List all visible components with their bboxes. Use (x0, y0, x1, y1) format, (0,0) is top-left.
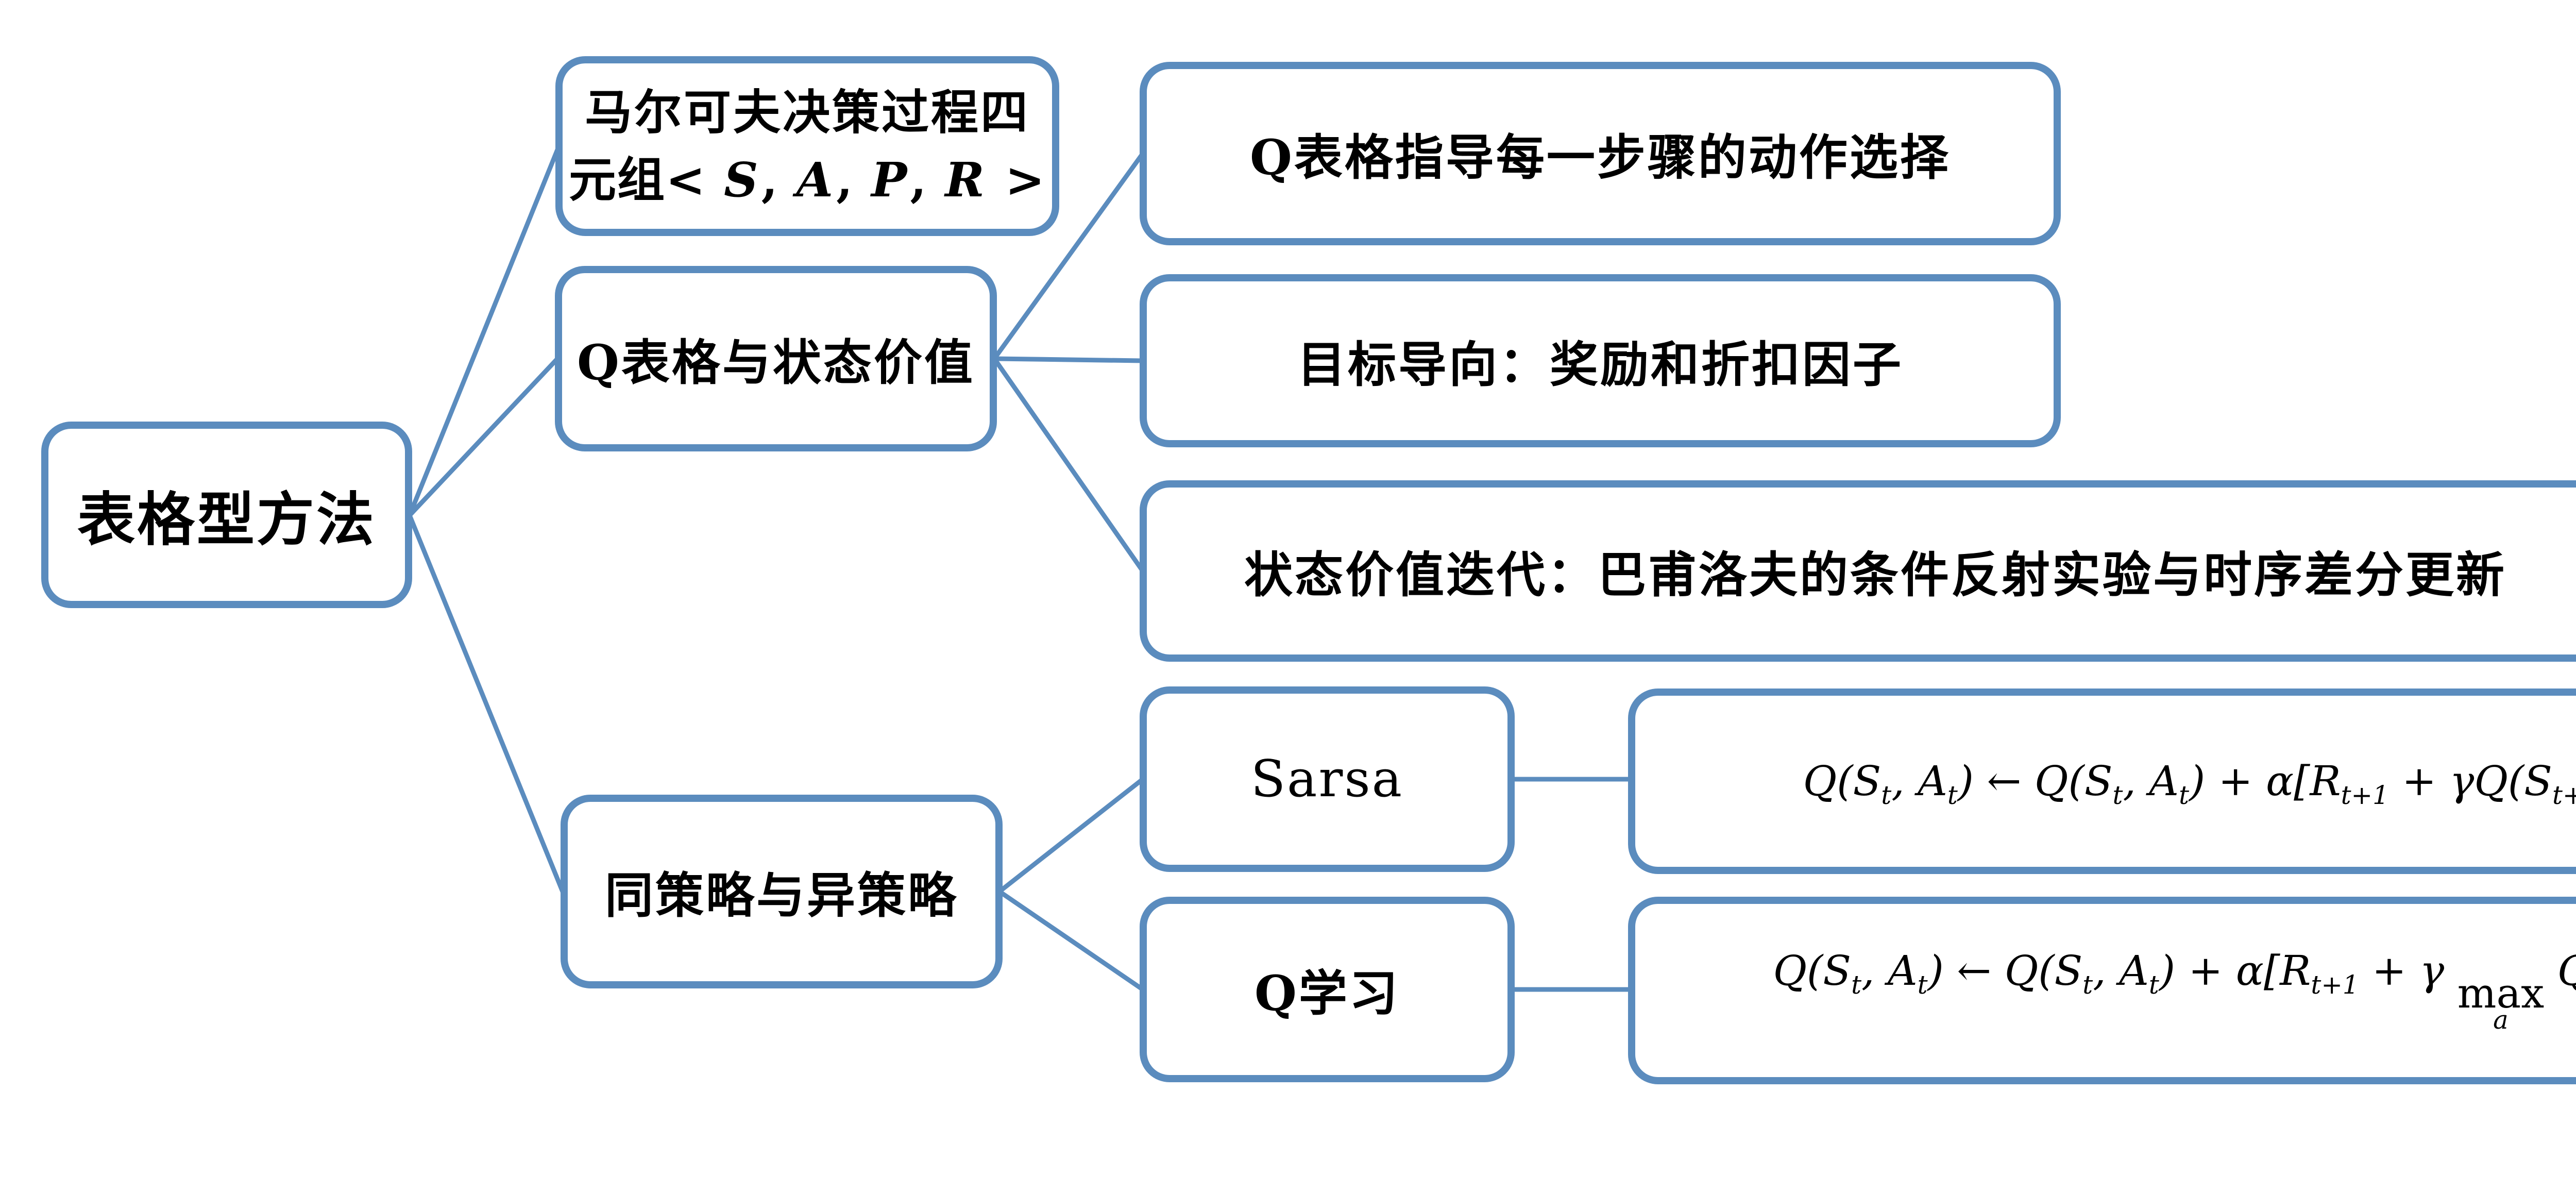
node-goal-oriented-label: 目标导向：奖励和折扣因子 (1297, 337, 1903, 393)
node-goal-oriented: 目标导向：奖励和折扣因子 (1140, 274, 2061, 447)
node-on-off-policy-label: 同策略与异策略 (604, 867, 958, 924)
connector-qtable-valueiter (992, 356, 1145, 574)
node-qtable-guides-actions-label: Q表格指导每一步骤的动作选择 (1250, 129, 1951, 186)
connector-policy-qlearning (997, 889, 1145, 992)
node-mdp-tuple: 马尔可夫决策过程四 元组< S, A, P, R > (555, 56, 1059, 236)
connector-root-policy (407, 513, 565, 894)
node-qtable-guides-actions: Q表格指导每一步骤的动作选择 (1140, 62, 2061, 245)
node-sarsa-formula: Q(St, At) ← Q(St, At) + α[Rt+1 + γQ(St+1… (1628, 689, 2576, 874)
connector-policy-sarsa (997, 777, 1145, 894)
connector-qtable-goal (992, 356, 1145, 363)
connector-root-mdp (407, 143, 562, 518)
node-q-learning: Q学习 (1140, 897, 1515, 1082)
q-learning-formula-after: Q(St+1, a) − Q(St, At)] (2544, 947, 2576, 995)
max-operator-label: max (2457, 969, 2545, 1018)
node-sarsa-label: Sarsa (1250, 750, 1404, 809)
max-operator-subscript: a (2493, 1005, 2509, 1035)
node-state-value-iteration-label: 状态价值迭代：巴甫洛夫的条件反射实验与时序差分更新 (1244, 547, 2506, 603)
node-mdp-tuple-line1: 马尔可夫决策过程四 (584, 84, 1030, 140)
node-mdp-tuple-line2: 元组< S, A, P, R > (569, 152, 1046, 208)
node-tabular-methods-label: 表格型方法 (77, 486, 376, 553)
node-qtable-state-value-label: Q表格与状态价值 (577, 334, 975, 391)
node-tabular-methods: 表格型方法 (41, 422, 412, 608)
node-state-value-iteration: 状态价值迭代：巴甫洛夫的条件反射实验与时序差分更新 (1140, 480, 2576, 662)
node-on-off-policy: 同策略与异策略 (561, 795, 1003, 988)
node-sarsa: Sarsa (1140, 686, 1515, 872)
q-learning-formula-before: Q(St, At) ← Q(St, At) + α[Rt+1 + γ (1773, 947, 2458, 1000)
connector-root-qtable (407, 356, 560, 518)
node-qtable-state-value: Q表格与状态价值 (555, 266, 997, 451)
connector-qtable-action (992, 151, 1145, 361)
sarsa-update-formula: Q(St, At) ← Q(St, At) + α[Rt+1 + γQ(St+1… (1803, 757, 2576, 810)
node-q-learning-label: Q学习 (1255, 965, 1400, 1022)
